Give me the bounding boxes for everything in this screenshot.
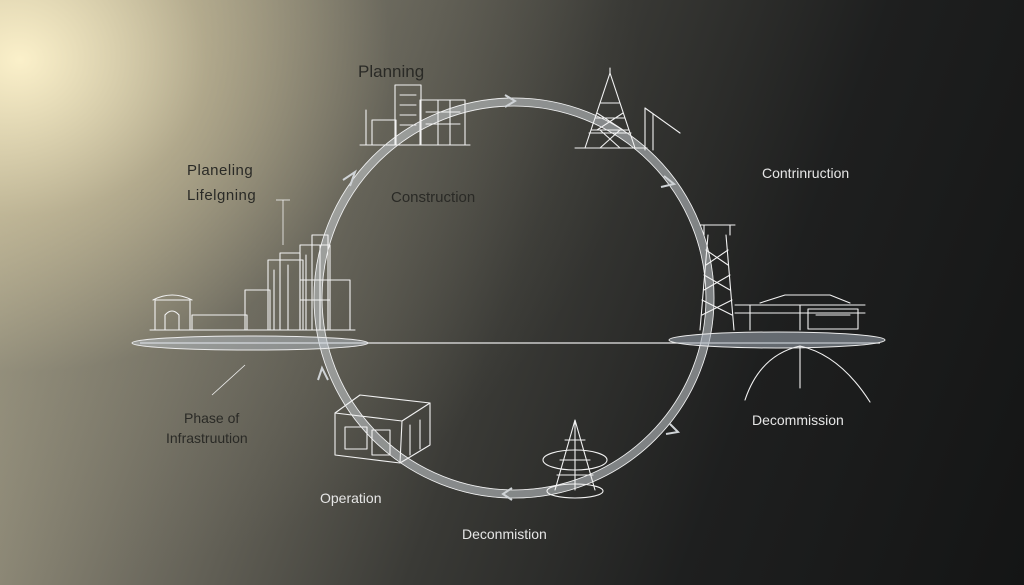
arrow-bottom bbox=[501, 487, 513, 501]
platform bbox=[131, 331, 886, 403]
right-platform-legs bbox=[744, 345, 871, 403]
label-operation: Operation bbox=[320, 490, 382, 506]
cone-tower-icon bbox=[542, 419, 608, 499]
city-buildings-icon bbox=[359, 84, 471, 146]
label-planning: Planning bbox=[358, 62, 425, 81]
label-construction-right: Contrinruction bbox=[762, 165, 850, 181]
lattice-tower-crane-icon bbox=[699, 224, 866, 331]
arrow-lower-left bbox=[317, 365, 329, 381]
label-construction-inner: Construction bbox=[391, 189, 476, 206]
industrial-building-icon bbox=[334, 394, 431, 464]
pointer-lines bbox=[211, 199, 290, 396]
arrow-upper-left bbox=[342, 169, 357, 187]
arrow-lower-right bbox=[665, 423, 681, 435]
label-phase-line1: Phase of bbox=[184, 410, 240, 426]
label-decommission-right: Decommission bbox=[752, 412, 844, 428]
label-lifecycle-title-line1: Planeling bbox=[187, 162, 254, 179]
arrow-upper-right bbox=[660, 175, 677, 188]
transmission-tower-crane-icon bbox=[574, 67, 681, 151]
right-platform-disc bbox=[668, 331, 886, 349]
label-lifecycle-title-line2: Lifelgning bbox=[187, 187, 257, 204]
label-decommission-bottom: Deconmistion bbox=[462, 526, 547, 542]
left-platform-disc bbox=[131, 335, 369, 351]
label-phase-line2: Infrastruution bbox=[166, 430, 248, 446]
city-skyline-icon bbox=[149, 234, 356, 331]
lifecycle-track bbox=[313, 97, 715, 499]
arrow-top bbox=[504, 94, 517, 108]
track-arrows bbox=[317, 94, 681, 501]
